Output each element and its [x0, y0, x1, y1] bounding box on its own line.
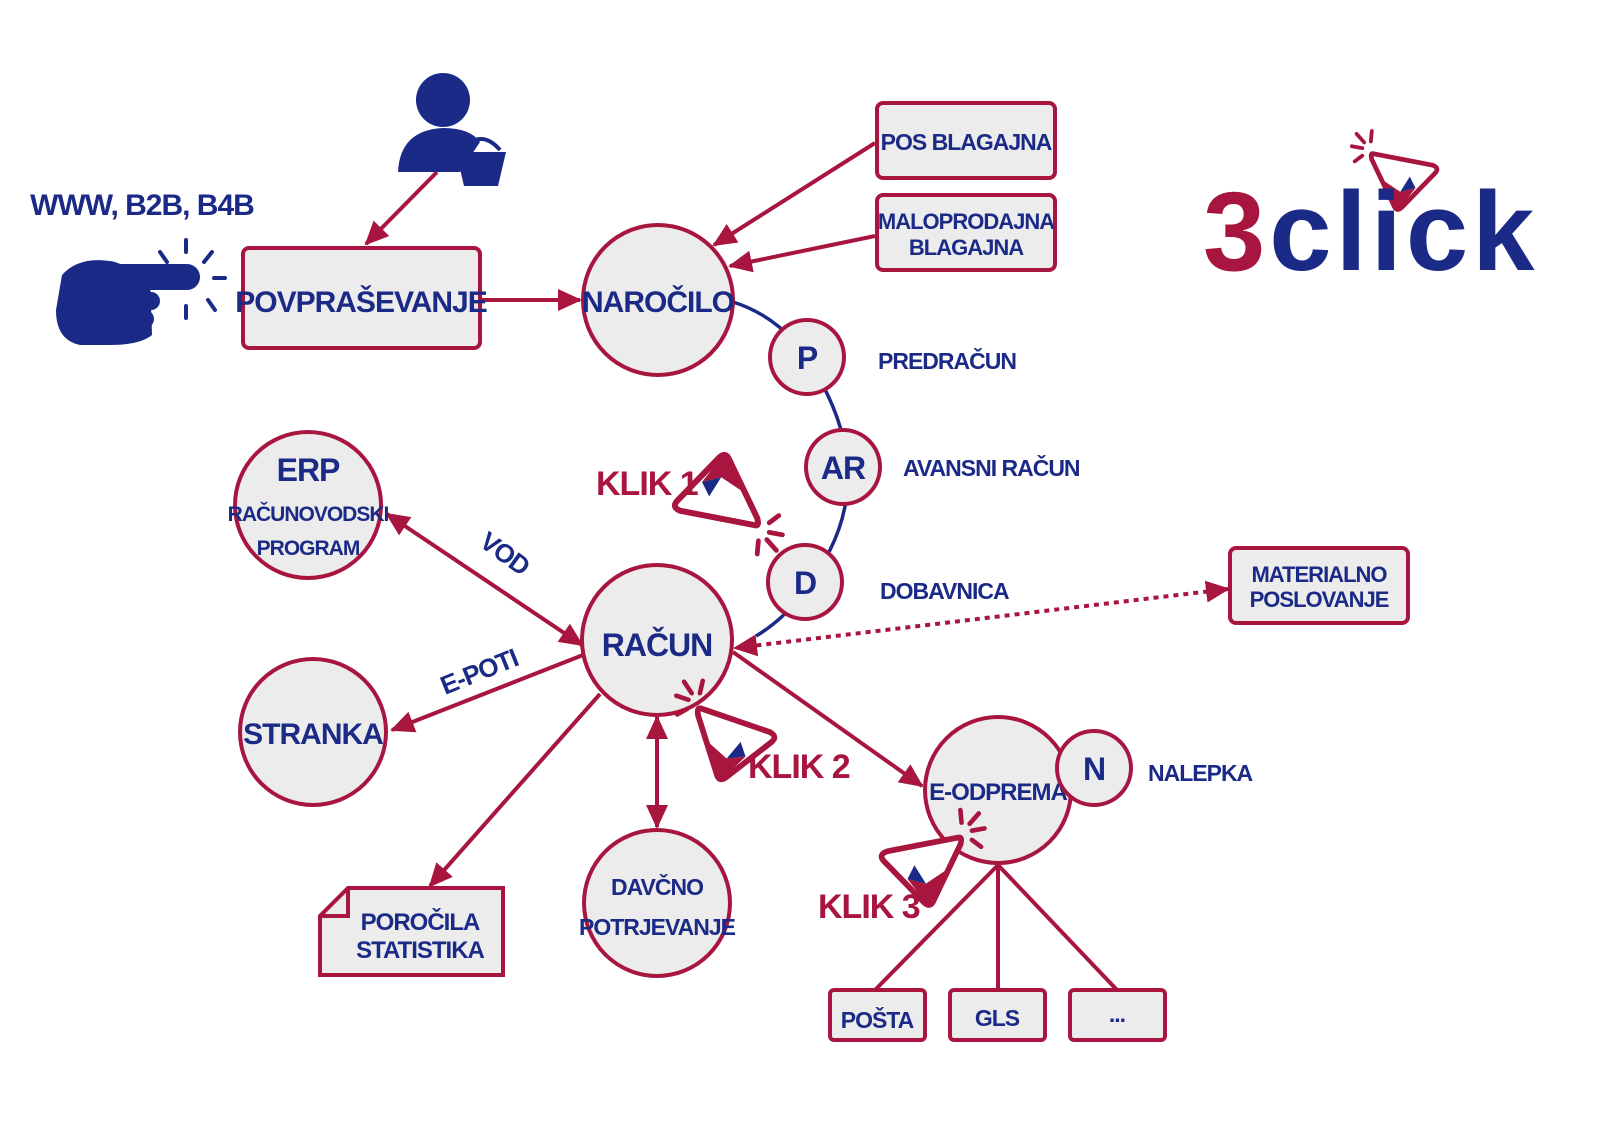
document-label: AVANSNI RAČUN	[903, 454, 1080, 481]
document-delivery-note[interactable]: D	[766, 543, 844, 621]
label-node[interactable]: N	[1055, 729, 1133, 807]
edge-retail-order	[728, 234, 876, 273]
label-letter: N	[1083, 751, 1105, 787]
edge-erp-invoice	[385, 512, 584, 647]
edge-materials-invoice	[733, 580, 1230, 657]
edge-person-inquiry	[364, 170, 439, 246]
inquiry-node[interactable]: POVPRAŠEVANJE	[235, 246, 488, 350]
document-letter: D	[794, 565, 816, 601]
svg-text:3click: 3click	[1203, 169, 1538, 294]
click-label-2: KLIK 2	[748, 748, 850, 786]
invoice-label: RAČUN	[602, 627, 713, 663]
carrier-posta[interactable]: POŠTA	[828, 988, 927, 1042]
inquiry-label: POVPRAŠEVANJE	[235, 285, 487, 319]
document-proforma[interactable]: P	[768, 318, 846, 396]
document-label: PREDRAČUN	[878, 347, 1016, 374]
materials-label-1: MATERIALNO	[1251, 562, 1387, 587]
customer-node[interactable]: STRANKA	[238, 657, 388, 807]
order-label: NAROČILO	[582, 285, 735, 319]
carrier-label: GLS	[975, 1005, 1020, 1031]
document-letter: AR	[821, 450, 866, 486]
pos-node[interactable]: POS BLAGAJNA	[875, 101, 1057, 180]
tax-label-2: POTRJEVANJE	[579, 914, 736, 940]
customer-label: STRANKA	[243, 718, 383, 751]
edge-label-vod: VOD	[474, 526, 535, 582]
erp-label: ERP	[277, 452, 340, 488]
document-advance-invoice[interactable]: AR	[804, 428, 882, 506]
reports-label-2: STATISTIKA	[356, 937, 484, 964]
invoice-node[interactable]: RAČUN	[580, 563, 734, 717]
edge-shipping-posta	[873, 863, 1000, 992]
document-label: DOBAVNICA	[880, 578, 1009, 604]
shipping-label: E-ODPREMA	[929, 779, 1067, 806]
reports-node[interactable]: POROČILA STATISTIKA	[318, 886, 505, 977]
channels-label: WWW, B2B, B4B	[30, 189, 254, 222]
edge-pos-order	[712, 141, 877, 247]
carrier-label: POŠTA	[841, 1006, 914, 1033]
materials-node[interactable]: MATERIALNO POSLOVANJE	[1228, 546, 1410, 625]
retail-node[interactable]: MALOPRODAJNA BLAGAJNA	[875, 193, 1057, 272]
pointing-hand-icon	[56, 238, 227, 345]
tax-label-1: DAVČNO	[611, 873, 703, 900]
retail-label-2: BLAGAJNA	[909, 235, 1024, 260]
carrier-label: ...	[1109, 1001, 1125, 1027]
label-nalepka: NALEPKA	[1148, 760, 1253, 786]
edge-invoice-reports	[428, 692, 602, 888]
person-with-basket-icon	[398, 73, 506, 186]
order-node[interactable]: NAROČILO	[581, 223, 736, 377]
3click-logo: 3click	[1203, 131, 1538, 294]
retail-label-1: MALOPRODAJNA	[878, 209, 1055, 234]
carrier-gls[interactable]: GLS	[948, 988, 1047, 1042]
logo-digit: 3	[1203, 169, 1269, 294]
pos-label: POS BLAGAJNA	[881, 129, 1052, 155]
edge-invoice-shipping	[731, 650, 924, 788]
tax-node[interactable]: DAVČNO POTRJEVANJE	[579, 828, 737, 978]
carrier-other[interactable]: ...	[1068, 988, 1167, 1042]
edge-invoice-customer	[390, 653, 584, 733]
edge-shipping-other	[996, 863, 1119, 992]
click-label-3: KLIK 3	[818, 888, 920, 926]
erp-sublabel-1: RAČUNOVODSKI	[228, 502, 389, 526]
logo-word: click	[1269, 169, 1538, 294]
erp-sublabel-2: PROGRAM	[257, 537, 360, 560]
click-label-1: KLIK 1	[596, 465, 698, 503]
erp-node[interactable]: ERP RAČUNOVODSKI PROGRAM	[228, 430, 389, 580]
document-letter: P	[797, 340, 818, 376]
materials-label-2: POSLOVANJE	[1250, 587, 1389, 612]
edge-label-epoti: E-POTI	[436, 643, 522, 701]
reports-label-1: POROČILA	[361, 908, 480, 936]
